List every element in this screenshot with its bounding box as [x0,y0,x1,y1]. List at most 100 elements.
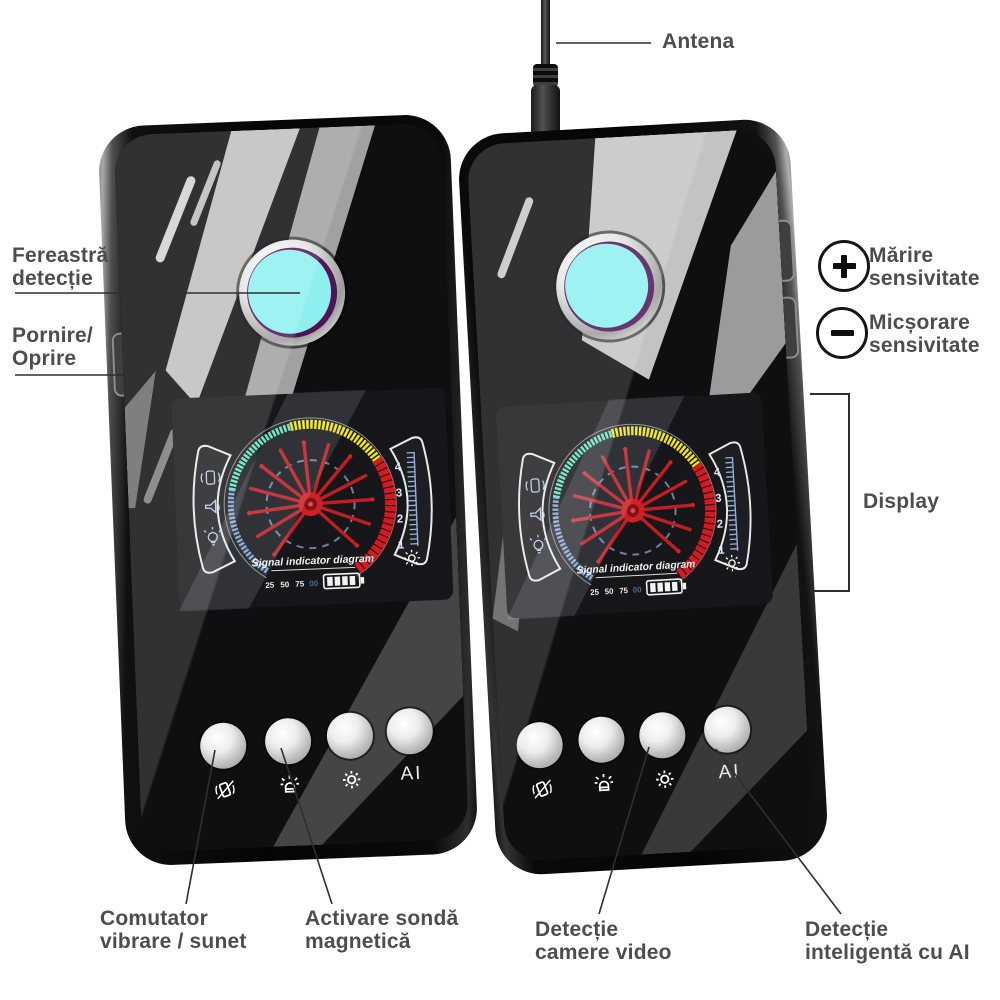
ai-detection-button: AI [385,707,435,786]
button-cap [199,721,248,770]
button-cap [577,715,626,764]
button-cap [326,711,374,760]
scale-comb-ticks [406,451,418,547]
label-line: Mărire [869,244,934,267]
label-detectie-ai: Detecție inteligentă cu AI [805,918,970,964]
vibration-icon [518,775,565,806]
vibration-icon [200,470,221,485]
reflection-streak [496,196,535,280]
label-antena: Antena [662,30,735,53]
gauge-outer-rim [223,417,397,579]
bulb-icon [203,526,222,546]
gauge-arc-yellow [289,419,381,463]
screen-gloss [506,395,685,620]
label-activare-sonda: Activare sondă magnetică [305,907,459,953]
gauge-arc-red [675,461,716,580]
scale-label: 1 [398,539,405,551]
label-pornire-oprire: Pornire/ Oprire [12,324,93,370]
scale-label: 3 [715,492,722,505]
gauge-arc-teal [228,423,292,491]
readout-value: 75 [619,586,629,596]
label-micsorare-sensivitate: Micșorare sensivitate [869,311,980,357]
plus-bar-vertical [840,254,848,278]
label-line: Oprire [12,346,77,370]
label-detectie-camere: Detecție camere video [535,918,672,964]
scale-comb-ticks [725,456,738,552]
label-fereastra-detectie: Fereastră detecție [12,244,109,290]
title-underline [595,572,678,579]
device-face: 4 3 2 1 Signal indicator diagram 25 50 7… [113,122,470,853]
spoke-tip-dots [246,440,375,557]
readout-value: 25 [590,587,600,597]
gauge-outer-rim [548,423,717,586]
gauge-arc-blue [552,497,594,581]
label-line: camere video [535,940,672,964]
label-line: sensivitate [869,266,980,290]
scale-comb-spine [413,451,419,546]
scale-label: 4 [395,461,402,473]
gauge-hub-dot [308,501,313,507]
display-screen: 4 3 2 1 Signal indicator diagram 25 50 7… [170,387,454,612]
gauge-needle-spokes [571,447,695,564]
sun-brightness-icon [328,766,375,796]
scale-label: 3 [396,487,403,499]
label-line: Pornire/ [12,324,93,347]
scale-comb-spine [731,456,739,551]
ai-detection-button: AI [702,705,753,784]
camera-detection-button [638,711,689,795]
gauge-arc-blue [227,489,269,574]
label-line: inteligentă cu AI [805,940,970,964]
display-screen: 4 3 2 1 Signal indicator diagram 25 50 7… [495,391,775,620]
screen-left-panel [192,444,237,574]
ai-button-label: AI [400,762,423,785]
readout-value: 25 [265,581,275,590]
battery-icon [322,572,365,590]
label-line: Comutator [100,907,208,930]
scale-label: 1 [718,544,725,557]
ai-button-label: AI [717,761,742,784]
scale-label: 2 [397,513,404,525]
readout-value: 50 [605,587,615,597]
button-cap [515,720,564,770]
battery-icon [645,578,687,596]
led-light-icon [580,769,627,800]
magnetic-probe-button [264,717,313,801]
sun-brightness-icon [641,765,688,796]
button-cap [385,707,434,756]
led-light-icon [266,771,313,801]
button-cap [702,705,752,754]
title-underline [271,566,356,572]
label-line: detecție [12,266,93,290]
screen-gloss [178,389,367,612]
camera-detection-button [326,711,375,796]
scale-label: 2 [717,518,724,531]
button-cap [264,717,312,766]
speaker-icon [204,498,220,514]
antenna-strain-relief [533,64,558,87]
label-line: Activare sondă [305,907,459,930]
label-marire-sensivitate: Mărire sensivitate [869,244,980,290]
label-line: Detecție [535,918,619,941]
detector-device-left: 4 3 2 1 Signal indicator diagram 25 50 7… [97,113,479,867]
vibration-icon [525,478,545,493]
speaker-icon [530,506,545,522]
magnetic-probe-button [577,715,628,799]
screen-title: Signal indicator diagram [251,553,374,570]
label-line: Detecție [805,918,889,941]
label-line: Fereastră [12,244,109,267]
plus-icon [818,240,870,292]
screen-left-panel [518,452,562,582]
gauge-hub-dot [630,508,636,513]
detector-device-right: 4 3 2 1 Signal indicator diagram 25 50 7… [456,117,830,877]
readout-value: 50 [280,580,290,589]
spoke-tip-dots [571,446,695,564]
readout-value: 00 [633,585,643,595]
label-display: Display [863,490,940,513]
button-cap [638,711,687,760]
gear-icon [724,554,741,572]
gear-icon [403,549,421,567]
gauge-arc-yellow [610,426,700,468]
label-line: Micșorare [869,311,971,334]
vibration-icon [201,776,248,806]
